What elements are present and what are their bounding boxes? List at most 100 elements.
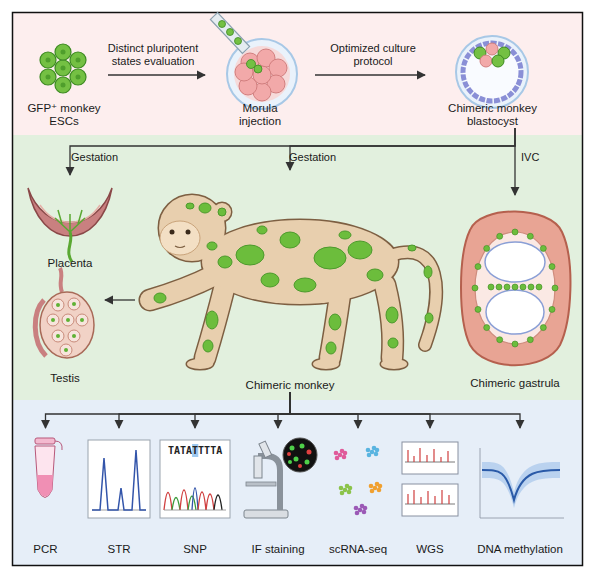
- esc-nuclei: [76, 58, 81, 63]
- gastrula: [512, 341, 518, 347]
- scrna-umap: [342, 455, 347, 460]
- microscope: [287, 452, 291, 456]
- esc-cells: [70, 52, 86, 68]
- node-caption: Chimeric monkey: [220, 379, 360, 392]
- monkey-fill: [202, 220, 398, 304]
- esc-nuclei: [46, 75, 51, 80]
- scrna-umap: [363, 506, 368, 511]
- gastrula: [461, 211, 570, 365]
- scrna-umap: [374, 452, 379, 457]
- morula: [227, 29, 234, 36]
- blastocyst: [456, 36, 528, 108]
- edge-label: Distinct pluripotent states evaluation: [98, 42, 208, 68]
- gastrula: [549, 306, 555, 312]
- methylation-curve: [480, 448, 564, 518]
- gfp-spots: [218, 208, 226, 216]
- scrna-umap: [354, 504, 368, 516]
- gastrula: [472, 229, 558, 347]
- monkey-outline: [313, 359, 339, 369]
- animal-item: Chimeric monkey: [135, 170, 445, 392]
- testis: [72, 302, 76, 306]
- blastocyst: [474, 43, 510, 67]
- monkey-face: [160, 221, 200, 255]
- gastrula: [485, 242, 545, 282]
- esc-cells: [40, 69, 56, 85]
- assay-item: STR: [85, 428, 153, 556]
- bands: [13, 135, 582, 400]
- scrna-umap: [348, 486, 353, 491]
- caption-text: STR: [85, 543, 153, 556]
- bands: [13, 400, 582, 565]
- microscope: [300, 444, 305, 449]
- testis: [66, 318, 70, 322]
- testis: [64, 348, 68, 352]
- gfp-spots: [199, 203, 211, 213]
- connector: [105, 299, 135, 300]
- monkey-outline: [150, 195, 436, 369]
- str-trace: [88, 440, 150, 518]
- snp-chromatogram: [160, 440, 230, 518]
- bands: [13, 13, 583, 566]
- gfp-spots: [367, 269, 383, 281]
- scrna-umap: [339, 484, 353, 496]
- scrna-umap: [334, 451, 339, 456]
- assay-item: PCR: [18, 428, 73, 556]
- microscope: [288, 460, 292, 464]
- caption-text: Chimeric gastrula: [458, 377, 573, 390]
- scrna-umap: [369, 482, 383, 494]
- gfp-spots: [329, 314, 341, 330]
- gastrula: [540, 325, 546, 331]
- monkey-outline: [159, 195, 225, 261]
- tissue-item: Testis: [25, 280, 105, 385]
- pcr-tube: [35, 438, 55, 444]
- monkey-fill: [381, 359, 407, 369]
- microscope: [244, 438, 317, 518]
- connector: [278, 392, 290, 428]
- snp-chromatogram: [206, 494, 214, 510]
- methylation-curve: [482, 470, 560, 500]
- scrna-umap: [362, 510, 367, 515]
- microscope: [288, 444, 310, 465]
- gfp-spots: [218, 256, 232, 268]
- gastrula: [486, 290, 544, 334]
- gastrula: [512, 229, 518, 235]
- testis: [35, 300, 46, 356]
- caption-text: Placenta: [30, 257, 110, 270]
- morula: [235, 38, 242, 45]
- testis: [52, 330, 64, 342]
- caption-text: PCR: [18, 543, 73, 556]
- node-caption: Testis: [28, 372, 103, 385]
- testis: [51, 302, 84, 352]
- testis: [56, 303, 60, 307]
- blastocyst: [492, 55, 504, 67]
- gfp-spots: [294, 278, 316, 292]
- blastocyst: [486, 43, 498, 55]
- connector: [290, 392, 520, 428]
- wgs-tracks: [408, 448, 449, 504]
- gfp-spots: [203, 340, 213, 352]
- monkey-outline: [381, 359, 407, 369]
- monkey-fill: [313, 359, 339, 369]
- scrna-umap: [347, 490, 352, 495]
- node-caption: Chimeric gastrula: [458, 377, 573, 390]
- caption-text: GFP⁺ monkey ESCs: [24, 102, 104, 128]
- connector: [108, 74, 205, 75]
- gfp-spots: [154, 203, 433, 354]
- embryo-stage: Morula injection: [205, 22, 315, 128]
- scrna-umap: [367, 453, 372, 458]
- edge-label: Optimized culture protocol: [318, 42, 428, 68]
- gfp-spots: [386, 307, 398, 323]
- testis: [62, 314, 74, 326]
- snp-chromatogram: [198, 492, 206, 510]
- morula: [253, 66, 271, 84]
- microscope: [290, 446, 295, 451]
- gfp-spots: [314, 247, 346, 269]
- morula: [210, 13, 297, 109]
- connector: [195, 392, 290, 428]
- gfp-spots: [206, 311, 218, 329]
- scrna-umap: [334, 446, 383, 516]
- morula: [227, 39, 297, 109]
- scrna-umap: [340, 491, 345, 496]
- gastrula: [484, 245, 490, 251]
